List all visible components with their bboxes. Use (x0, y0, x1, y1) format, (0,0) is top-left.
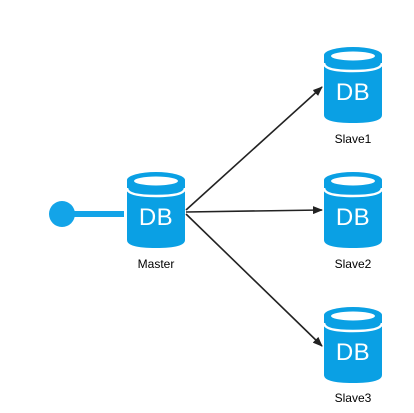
slave3-database-icon: DB (322, 307, 384, 383)
slave1-db-text: DB (336, 79, 370, 106)
slave1-label: Slave1 (335, 132, 372, 146)
slave3-db-text: DB (336, 339, 370, 366)
slave3-node: DB Slave3 (322, 307, 384, 405)
slave1-database-icon: DB (322, 47, 384, 123)
slave1-node: DB Slave1 (322, 47, 384, 146)
arrow-to-slave1 (185, 86, 323, 211)
arrow-to-slave2 (185, 206, 323, 215)
slave3-label: Slave3 (335, 391, 372, 405)
slave2-label: Slave2 (335, 257, 372, 271)
arrow-to-slave3 (185, 213, 323, 347)
slave2-db-text: DB (336, 204, 370, 231)
replication-arrows (185, 86, 323, 347)
master-node: DB Master (125, 172, 187, 271)
master-database-icon: DB (125, 172, 187, 248)
source-connector (49, 201, 124, 227)
master-label: Master (138, 257, 175, 271)
master-db-text: DB (139, 204, 173, 231)
source-dot (49, 201, 75, 227)
slave2-node: DB Slave2 (322, 172, 384, 271)
slave2-database-icon: DB (322, 172, 384, 248)
